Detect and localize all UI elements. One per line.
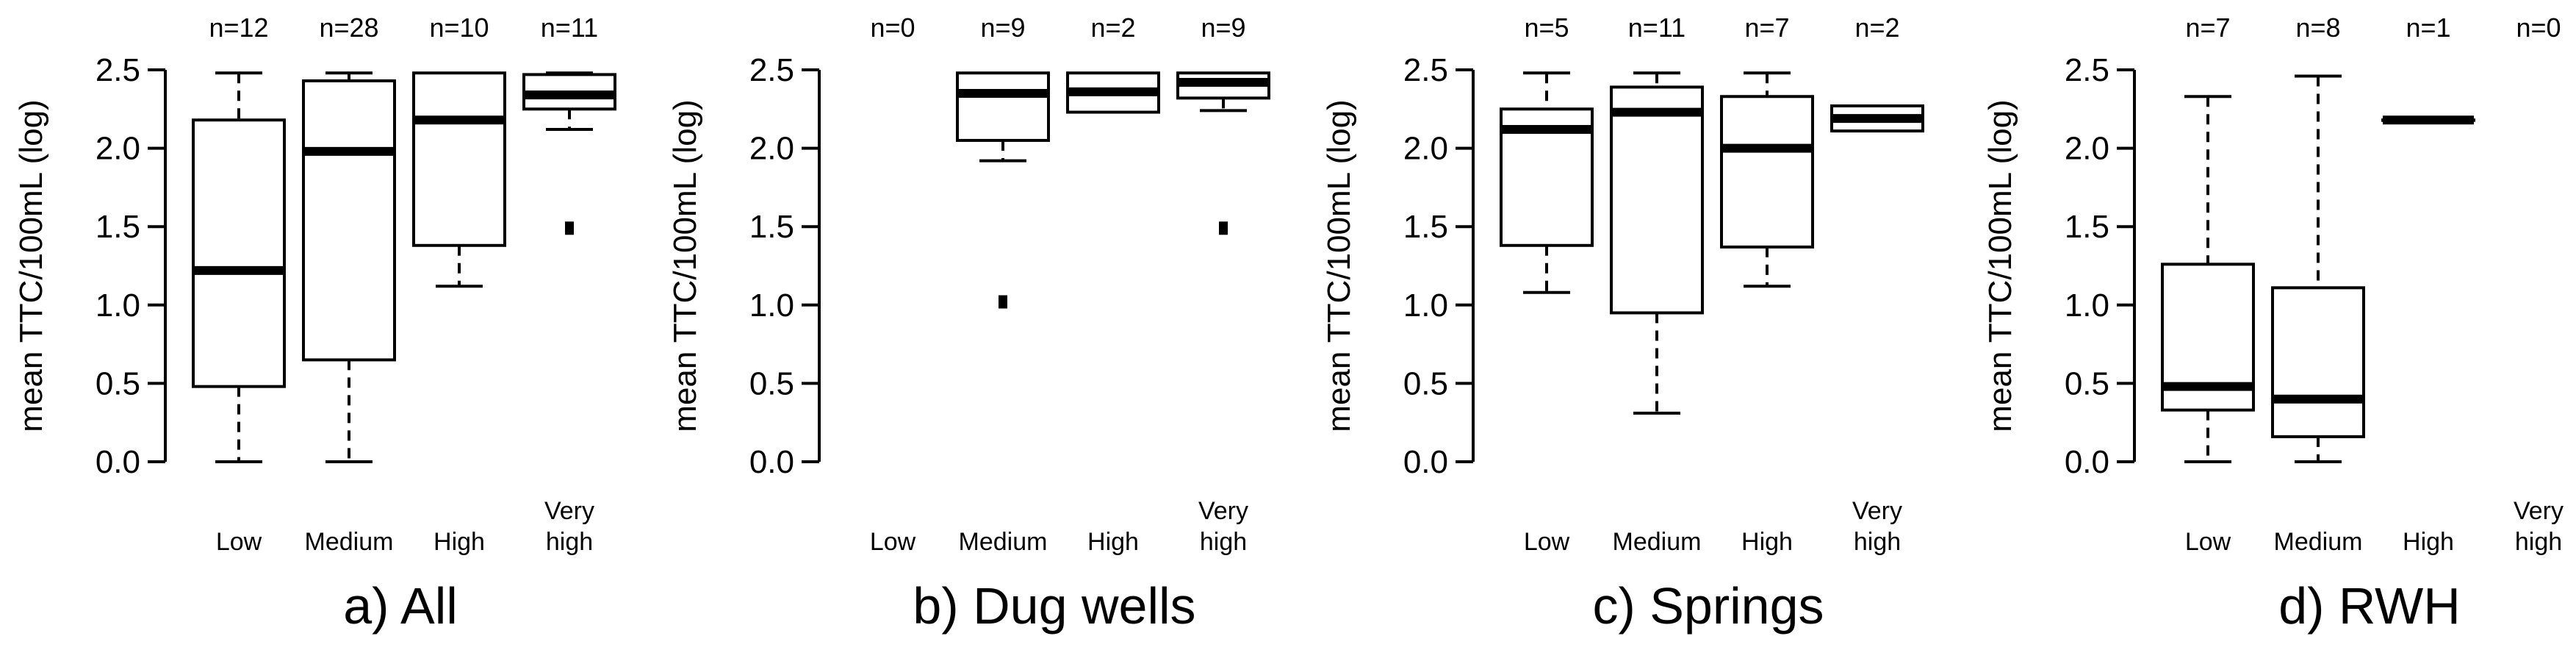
y-tick-label: 0.5 (749, 365, 794, 401)
outlier-point (565, 221, 574, 235)
y-tick-label: 2.0 (1403, 131, 1448, 167)
y-axis-title: mean TTC/100mL (log) (13, 99, 49, 432)
y-tick-label: 1.0 (2065, 288, 2109, 324)
y-axis-title: mean TTC/100mL (log) (667, 99, 703, 432)
panel-title: b) Dug wells (913, 577, 1195, 635)
x-category-label: High (433, 528, 485, 556)
n-count-label: n=9 (1201, 12, 1245, 43)
chart-panel-2: 0.0 0.5 1.0 1.5 2.0 2.5 mean TTC/100mL (log) n=… (667, 12, 1270, 635)
x-category-label: Medium (305, 528, 394, 556)
box-iqr (302, 79, 396, 362)
x-category-label: High (1741, 528, 1793, 556)
x-category-label: Medium (2274, 528, 2363, 556)
x-category-label: Low (1524, 528, 1570, 556)
x-category-label: Low (2185, 528, 2231, 556)
y-tick-label: 1.0 (96, 288, 140, 324)
x-category-label: Medium (1613, 528, 1702, 556)
n-count-label: n=2 (1854, 12, 1899, 43)
chart-panel-3: 0.0 0.5 1.0 1.5 2.0 2.5 mean TTC/100mL (log) n=… (1321, 12, 1924, 635)
n-count-label: n=11 (541, 12, 598, 43)
panel-title: d) RWH (2278, 577, 2461, 635)
outlier-point (999, 295, 1007, 309)
y-tick-label: 0.5 (96, 365, 140, 401)
y-tick-label: 0.0 (749, 444, 794, 480)
box-iqr (956, 71, 1050, 142)
outlier-point (1219, 221, 1228, 235)
n-count-label: n=7 (2185, 12, 2230, 43)
x-category-label: High (1087, 528, 1139, 556)
n-count-label: n=8 (2295, 12, 2340, 43)
x-category-label: Medium (959, 528, 1048, 556)
y-tick-label: 1.5 (96, 209, 140, 245)
n-count-label: n=1 (2406, 12, 2450, 43)
n-count-label: n=7 (1744, 12, 1789, 43)
y-tick-label: 2.5 (96, 52, 140, 88)
y-tick-label: 2.5 (1403, 52, 1448, 88)
y-axis-title: mean TTC/100mL (log) (1982, 99, 2018, 432)
y-tick-label: 1.5 (2065, 209, 2109, 245)
n-count-label: n=0 (870, 12, 915, 43)
n-count-label: n=10 (429, 12, 489, 43)
n-count-label: n=11 (1628, 12, 1685, 43)
y-tick-label: 0.0 (2065, 444, 2109, 480)
y-tick-label: 2.0 (96, 131, 140, 167)
box-iqr (192, 118, 286, 388)
y-tick-label: 0.0 (1403, 444, 1448, 480)
n-count-label: n=0 (2516, 12, 2561, 43)
x-category-label: Low (870, 528, 916, 556)
box-iqr (2271, 286, 2365, 438)
n-count-label: n=28 (319, 12, 378, 43)
y-tick-label: 2.0 (2065, 131, 2109, 167)
y-tick-label: 2.5 (2065, 52, 2109, 88)
panel-title: a) All (343, 577, 458, 635)
y-tick-label: 0.5 (1403, 365, 1448, 401)
n-count-label: n=5 (1524, 12, 1569, 43)
box-iqr (1720, 95, 1814, 249)
y-tick-label: 2.5 (749, 52, 794, 88)
panel-title: c) Springs (1592, 577, 1824, 635)
y-tick-label: 1.5 (749, 209, 794, 245)
n-count-label: n=12 (209, 12, 268, 43)
box-iqr (1610, 85, 1704, 315)
y-tick-label: 1.5 (1403, 209, 1448, 245)
x-category-label: High (2403, 528, 2454, 556)
y-axis-title: mean TTC/100mL (log) (1321, 99, 1357, 432)
y-tick-label: 0.0 (96, 444, 140, 480)
x-category-label: Low (216, 528, 262, 556)
chart-panel-1: 0.0 0.5 1.0 1.5 2.0 2.5 mean TTC/100mL (log) n=… (13, 12, 616, 635)
n-count-label: n=9 (980, 12, 1025, 43)
n-count-label: n=2 (1090, 12, 1135, 43)
y-tick-label: 2.0 (749, 131, 794, 167)
y-tick-label: 1.0 (749, 288, 794, 324)
y-tick-label: 0.5 (2065, 365, 2109, 401)
chart-panel-4: 0.0 0.5 1.0 1.5 2.0 2.5 mean TTC/100mL (log) n=… (1982, 12, 2564, 635)
box-iqr (412, 71, 506, 247)
y-tick-label: 1.0 (1403, 288, 1448, 324)
